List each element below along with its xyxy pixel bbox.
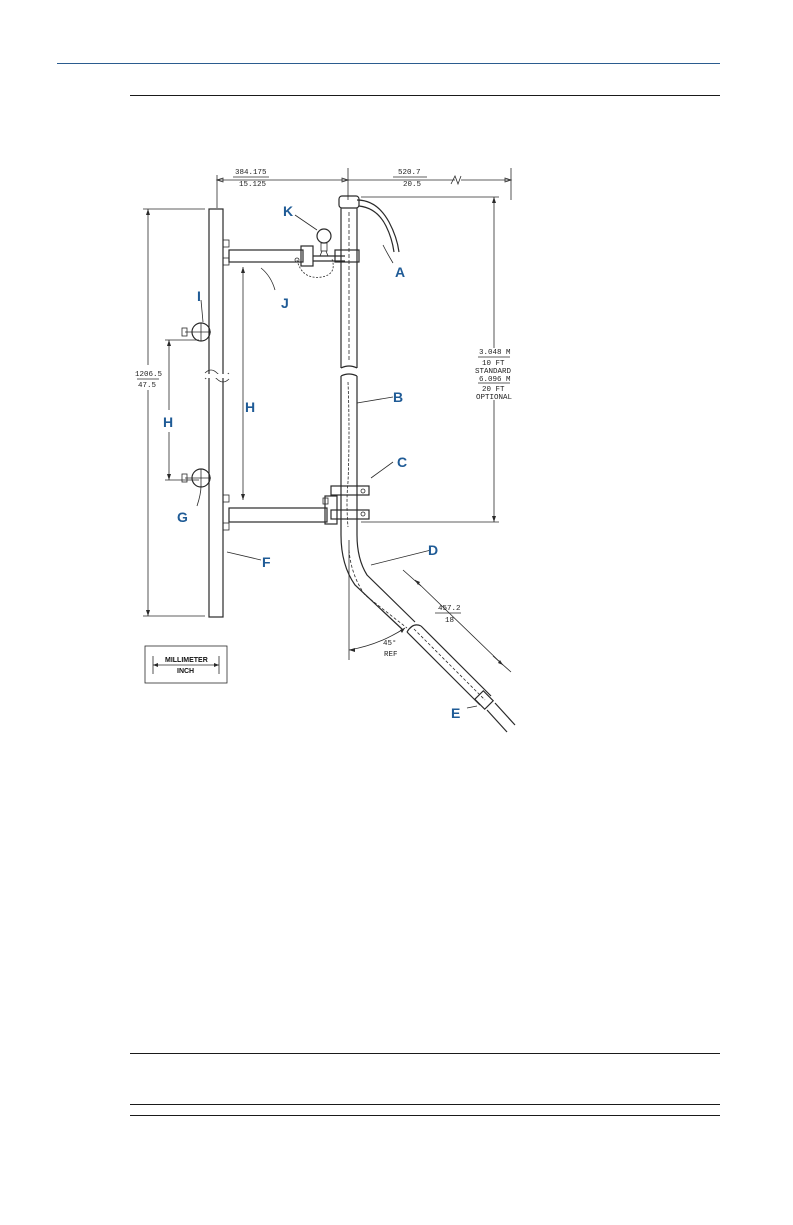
dim-pipe-std-label: STANDARD [475,368,512,376]
dim-top-right-mm: 520.7 [398,169,421,177]
dim-top-left-mm: 384.175 [235,169,267,177]
upper-arm [229,246,359,277]
callout-g: G [177,509,188,525]
dim-pipe-std-ft: 10 FT [482,360,505,368]
callout-h-inner: H [245,399,255,415]
dim-pipe-opt-label: OPTIONAL [476,394,513,402]
height-dimension-line [137,209,205,616]
callout-j: J [281,295,289,311]
header-rule [57,63,720,64]
section-rule-bottom [130,1115,720,1116]
callout-b: B [393,389,403,405]
dim-top-right-in: 20.5 [403,181,422,189]
callout-i: I [197,288,201,304]
vertical-post [205,209,229,617]
callout-d: D [428,542,438,558]
callout-f: F [262,554,271,570]
legend-unit-top: MILLIMETER [165,657,208,664]
wire [357,200,399,252]
dim-pipe-std-m: 3.048 M [479,349,511,357]
dim-angle: 45° [383,639,397,648]
dim-angle-ref: REF [384,651,398,659]
extension-pipe [407,625,515,732]
section-rule-top [130,95,720,96]
dim-height-in: 47.5 [138,382,157,390]
callout-k: K [283,203,293,219]
h-dimension-lines [165,267,245,500]
angle-indicator [349,540,405,660]
dim-pipe-opt-m: 6.096 M [479,376,511,384]
callout-h-outer: H [163,414,173,430]
dim-top-left-in: 15.125 [239,181,267,189]
lower-arm [229,486,369,524]
diagonal-dimension [403,570,511,672]
gauge [317,229,331,256]
dim-height-mm: 1206.5 [135,371,163,379]
callout-c: C [397,454,407,470]
legend-unit-bottom: INCH [177,668,194,675]
dim-pipe-opt-ft: 20 FT [482,386,505,394]
mounting-diagram-svg: 384.175 15.125 520.7 20.5 1206.5 47.5 [135,160,525,737]
dim-diag-mm: 457.2 [438,605,461,613]
section-rule-mid [130,1053,720,1054]
vertical-pipe [339,196,359,535]
callout-e: E [451,705,460,721]
callout-leaders [197,215,477,708]
callout-a: A [395,264,405,280]
dim-diag-in: 18 [445,617,454,625]
units-legend [145,646,227,683]
mounting-assembly-figure: 384.175 15.125 520.7 20.5 1206.5 47.5 [135,160,525,737]
section-rule-lower [130,1104,720,1105]
lower-clamp [182,469,211,487]
upper-clamp [182,323,211,341]
bent-pipe [341,535,415,630]
